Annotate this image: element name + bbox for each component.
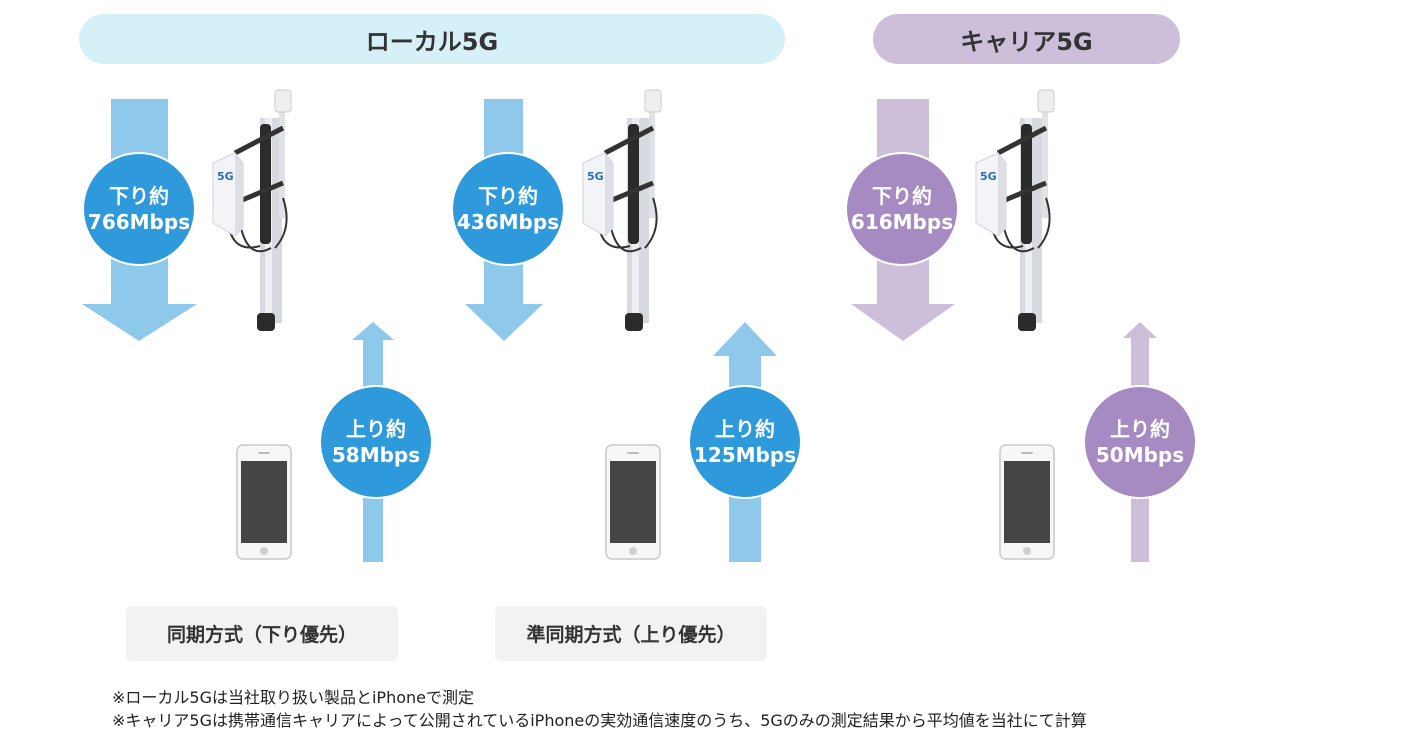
smartphone-icon-col2	[605, 444, 661, 560]
antenna-5g-label: 5G	[217, 170, 234, 183]
upload-value: 58Mbps	[331, 443, 421, 467]
download-value: 616Mbps	[850, 210, 954, 234]
upload-speed-col1: 上り約 58Mbps	[319, 385, 433, 499]
mode-label-col1: 同期方式（下り優先）	[126, 606, 398, 661]
carrier-5g-header: キャリア5G	[873, 14, 1180, 64]
download-label: 下り約	[109, 184, 169, 208]
upload-value: 125Mbps	[693, 443, 797, 467]
upload-value: 50Mbps	[1095, 443, 1185, 467]
download-speed-col2: 下り約 436Mbps	[451, 152, 565, 266]
download-speed-col3: 下り約 616Mbps	[845, 152, 959, 266]
mode-label-col2: 準同期方式（上り優先）	[495, 606, 767, 661]
download-value: 436Mbps	[456, 210, 560, 234]
antenna-5g-label: 5G	[587, 170, 604, 183]
download-label: 下り約	[872, 184, 932, 208]
download-value: 766Mbps	[87, 210, 191, 234]
upload-label: 上り約	[1110, 417, 1170, 441]
antenna-icon-col3: 5G	[975, 89, 1055, 331]
upload-label: 上り約	[346, 417, 406, 441]
mode-label-text: 同期方式（下り優先）	[166, 624, 357, 646]
antenna-5g-label: 5G	[980, 170, 997, 183]
antenna-icon-col1: 5G	[212, 89, 292, 331]
footnote-1: ※ローカル5Gは当社取り扱い製品とiPhoneで測定	[112, 688, 474, 707]
upload-speed-col3: 上り約 50Mbps	[1083, 385, 1197, 499]
smartphone-icon-col3	[999, 444, 1055, 560]
carrier-5g-header-label: キャリア5G	[960, 27, 1093, 56]
smartphone-icon-col1	[236, 444, 292, 560]
antenna-icon-col2: 5G	[582, 89, 662, 331]
local-5g-header: ローカル5G	[79, 14, 785, 64]
upload-label: 上り約	[715, 417, 775, 441]
download-label: 下り約	[478, 184, 538, 208]
footnote-2: ※キャリア5Gは携帯通信キャリアによって公開されているiPhoneの実効通信速度…	[112, 711, 1087, 730]
upload-speed-col2: 上り約 125Mbps	[688, 385, 802, 499]
mode-label-text: 準同期方式（上り優先）	[526, 624, 736, 646]
download-speed-col1: 下り約 766Mbps	[82, 152, 196, 266]
local-5g-header-label: ローカル5G	[365, 27, 499, 56]
